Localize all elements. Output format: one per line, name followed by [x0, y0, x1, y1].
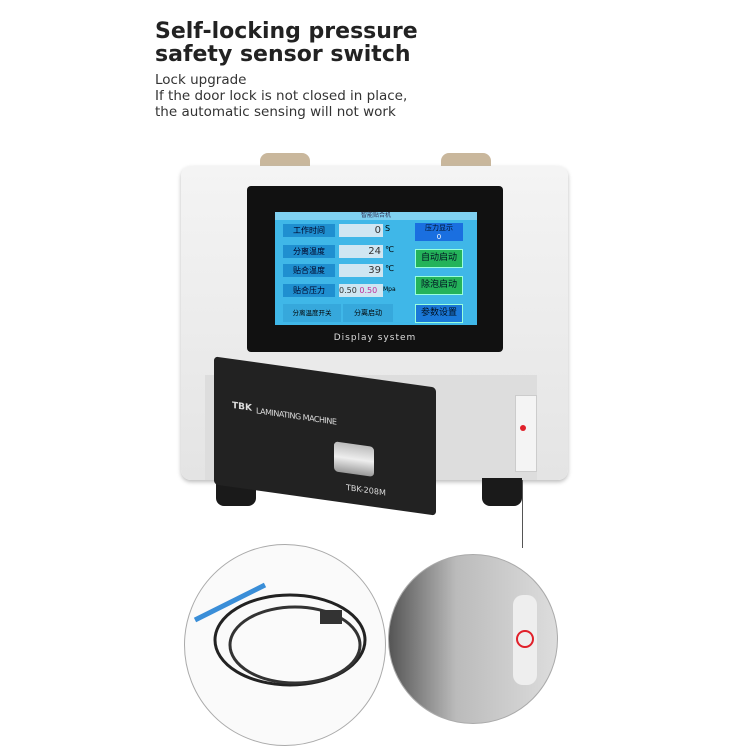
- description: Lock upgrade If the door lock is not clo…: [155, 72, 407, 120]
- pressure-value: 0: [436, 233, 442, 241]
- status-bar: 智能贴合机: [275, 212, 477, 220]
- row-value: 24: [339, 245, 383, 258]
- row-value: 0: [339, 224, 383, 237]
- cable-icon: [193, 582, 367, 687]
- row-unit: ℃: [385, 245, 394, 254]
- display-system-label: Display system: [333, 333, 417, 343]
- handle-left: [260, 153, 310, 169]
- product-name: LAMINATING MACHINE: [256, 406, 337, 427]
- pressure-label: 压力显示: [425, 224, 453, 232]
- desc-line: Lock upgrade: [155, 72, 247, 88]
- row-unit: S: [385, 224, 391, 233]
- row-value: 0.50 0.50: [339, 284, 383, 297]
- pressure-actual: 0.50: [359, 286, 378, 295]
- row-label: 贴合温度: [283, 264, 335, 277]
- pressure-set: 0.50: [339, 286, 357, 295]
- sensor-plate: [515, 395, 537, 472]
- sensor-closeup: [388, 554, 558, 724]
- desc-line: If the door lock is not closed in place,: [155, 88, 408, 104]
- auto-start-button[interactable]: 自动启动: [415, 249, 463, 268]
- defoam-start-button[interactable]: 除泡启动: [415, 276, 463, 295]
- row-unit: Mpa: [383, 286, 396, 293]
- door-latch[interactable]: [334, 441, 374, 477]
- touch-screen: 智能贴合机 工作时间 0 S 分离温度 24 ℃ 贴合温度 39 ℃ 贴合压力 …: [275, 212, 477, 325]
- desc-line: the automatic sensing will not work: [155, 104, 396, 120]
- callout-line: [522, 480, 523, 548]
- page-title: Self-locking pressure safety sensor swit…: [155, 19, 418, 67]
- handle-right: [441, 153, 491, 169]
- row-label: 工作时间: [283, 224, 335, 237]
- row-unit: ℃: [385, 264, 394, 273]
- settings-button[interactable]: 参数设置: [415, 304, 463, 323]
- row-value: 39: [339, 264, 383, 277]
- separation-start-button[interactable]: 分离启动: [343, 304, 393, 322]
- sensor-cable-detail: [184, 544, 386, 746]
- model-label: TBK-208M: [346, 482, 386, 498]
- row-label: 分离温度: [283, 245, 335, 258]
- sensor-highlight-icon: [516, 630, 534, 648]
- row-label: 贴合压力: [283, 284, 335, 297]
- tbk-logo: TBK: [232, 400, 252, 414]
- foot: [482, 478, 522, 506]
- separation-temp-switch[interactable]: 分离温度开关: [283, 304, 341, 322]
- sensor-indicator-icon: [520, 425, 526, 431]
